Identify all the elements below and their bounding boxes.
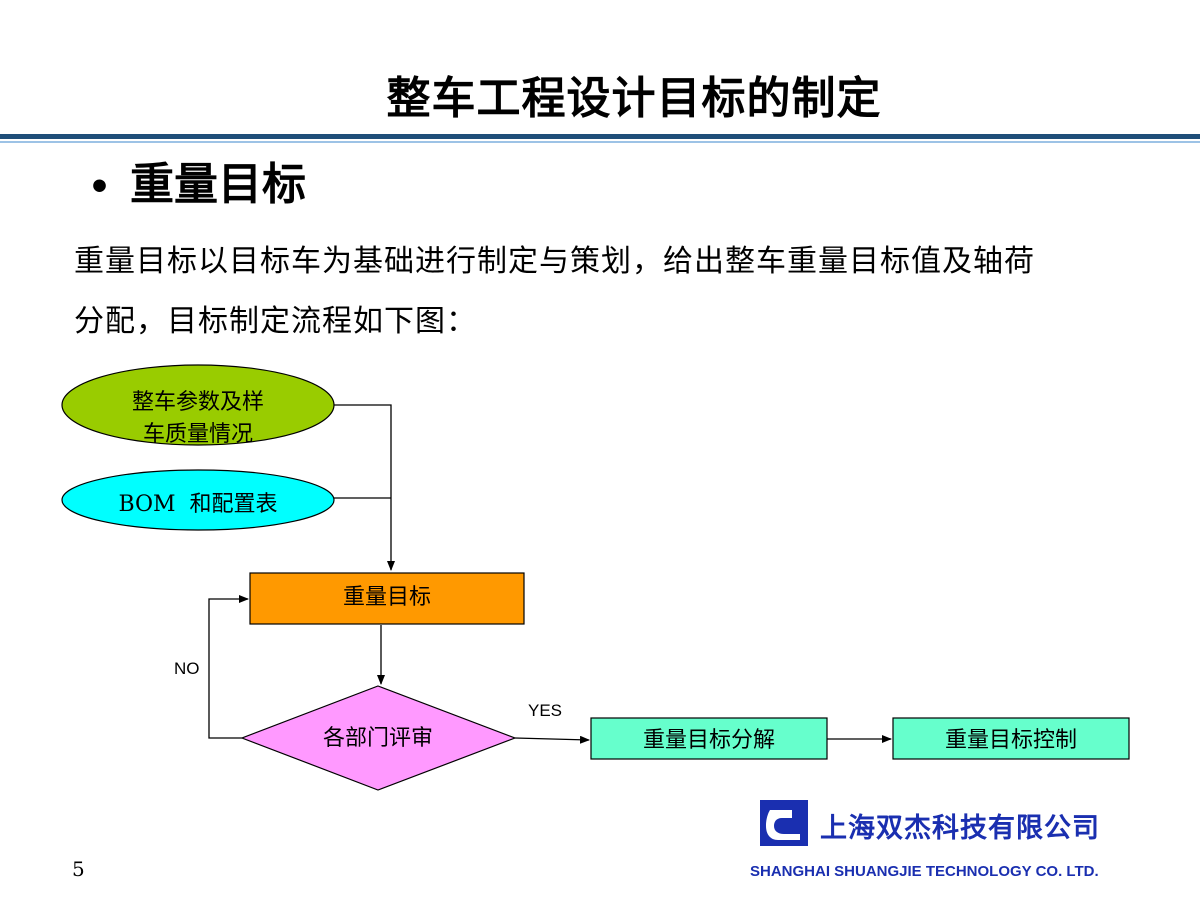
logo-mark — [766, 810, 800, 840]
node-department-review: 各部门评审 — [240, 685, 517, 791]
connector-input1-to-target — [334, 404, 395, 571]
node-weight-control: 重量目标控制 — [892, 717, 1130, 760]
title-divider-accent — [0, 141, 1200, 143]
body-paragraph-line-1: 重量目标以目标车为基础进行制定与策划，给出整车重量目标值及轴荷 — [74, 244, 1035, 279]
company-name-english: SHANGHAI SHUANGJIE TECHNOLOGY CO. LTD. — [750, 863, 1099, 880]
node-weight-target: 重量目标 — [249, 572, 525, 625]
connector-review-yes — [514, 735, 590, 744]
bullet-heading-text: 重量目标 — [130, 159, 306, 210]
node-bom-config-label: BOM 和配置表 — [118, 492, 277, 517]
node-weight-target-shape — [249, 572, 525, 625]
flow-connectors — [208, 404, 892, 744]
node-department-review-shape — [240, 685, 517, 791]
company-logo-icon — [760, 800, 808, 846]
node-weight-control-label: 重量目标控制 — [945, 728, 1077, 753]
node-vehicle-params-label-1: 整车参数及样 — [132, 390, 264, 415]
node-weight-decomposition-label: 重量目标分解 — [643, 728, 775, 753]
node-vehicle-params-label-2: 车质量情况 — [143, 422, 253, 447]
node-weight-decomposition-shape — [590, 717, 828, 760]
node-vehicle-params: 整车参数及样 车质量情况 — [61, 364, 335, 447]
node-weight-target-label: 重量目标 — [343, 585, 431, 610]
company-logo — [760, 800, 808, 850]
node-bom-config-shape — [61, 469, 335, 531]
node-department-review-label: 各部门评审 — [323, 726, 433, 751]
node-weight-decomposition: 重量目标分解 — [590, 717, 828, 760]
page-number: 5 — [72, 857, 85, 881]
bullet-icon: • — [88, 166, 112, 208]
bullet-heading: • 重量目标 — [88, 148, 306, 212]
connector-review-no-loop — [208, 595, 249, 739]
slide-title: 整车工程设计目标的制定 — [386, 73, 882, 124]
company-name-chinese: 上海双杰科技有限公司 — [820, 813, 1100, 844]
edge-label-yes: YES — [528, 701, 562, 720]
title-divider — [0, 134, 1200, 139]
edge-label-no: NO — [174, 659, 200, 678]
node-vehicle-params-shape — [61, 364, 335, 446]
body-paragraph-line-2: 分配，目标制定流程如下图： — [74, 304, 477, 339]
node-weight-control-shape — [892, 717, 1130, 760]
node-bom-config: BOM 和配置表 — [61, 469, 335, 531]
